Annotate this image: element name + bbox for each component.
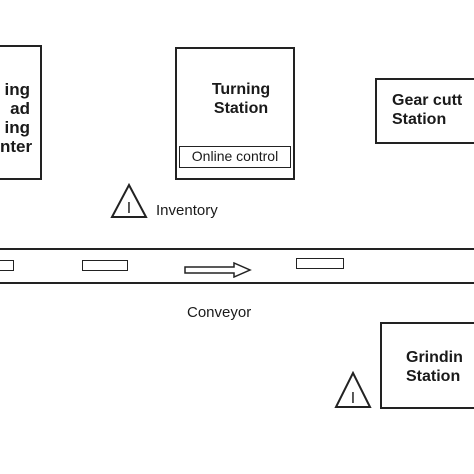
- left-station-line-1: ing: [4, 80, 31, 99]
- turning-station-line-1: Turning: [211, 81, 271, 98]
- inventory-triangle-icon: I: [110, 183, 148, 218]
- left-station-box: [0, 45, 42, 180]
- conveyor-item: [82, 260, 128, 271]
- grinding-triangle-letter: I: [351, 390, 355, 407]
- turning-station-line-2: Station: [213, 100, 269, 117]
- right-arrow-icon: [184, 262, 252, 278]
- left-station-label: ing ad ing nter: [0, 80, 33, 156]
- left-station-line-2: ad: [10, 99, 30, 118]
- conveyor-belt: [0, 248, 474, 284]
- turning-station-box: [175, 47, 295, 180]
- turning-station-label: Turning Station: [185, 80, 297, 118]
- left-station-line-3: ing: [4, 118, 31, 137]
- grinding-station-label: Grindin Station: [406, 348, 463, 386]
- gear-station-line-1: Gear cutt: [392, 92, 463, 109]
- online-control-box: Online control: [179, 146, 291, 168]
- grinding-station-box: [380, 322, 474, 409]
- gear-station-line-2: Station: [392, 111, 447, 128]
- online-control-label: Online control: [191, 148, 279, 164]
- grinding-station-line-1: Grindin: [406, 349, 463, 366]
- grinding-inventory-triangle-icon: I: [334, 371, 372, 408]
- grinding-station-line-2: Station: [406, 368, 461, 385]
- inventory-triangle-letter: I: [127, 200, 131, 217]
- conveyor-item: [0, 260, 14, 271]
- inventory-label: Inventory: [156, 202, 218, 219]
- left-station-line-4: nter: [0, 137, 33, 156]
- conveyor-label: Conveyor: [187, 304, 252, 321]
- gear-station-label: Gear cutt Station: [392, 91, 462, 129]
- conveyor-item: [296, 258, 344, 269]
- gear-station-box: [375, 78, 474, 144]
